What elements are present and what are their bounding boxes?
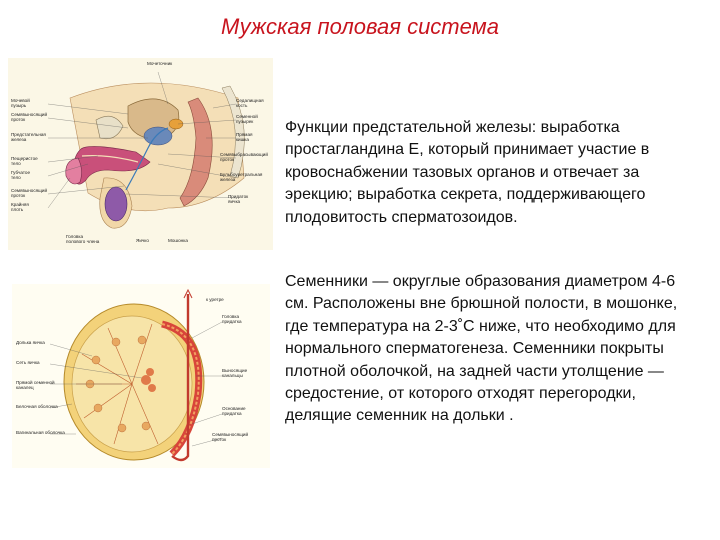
label-testis-lobule: Долька яичка — [16, 340, 45, 345]
label-seminal-vesicle: Семенной пузырек — [236, 114, 258, 125]
label-foreskin: Крайняя плоть — [11, 202, 29, 213]
label-vas-deferens: Семявыносящий проток — [212, 432, 249, 443]
label-epididymis-base: Основание придатка — [222, 406, 246, 417]
pelvis-section-drawing — [47, 71, 245, 229]
label-ureter: Мочеточник — [147, 61, 173, 66]
label-rete-testis: Сеть яичка — [16, 360, 40, 365]
label-scrotum: Мошонка — [168, 238, 188, 243]
label-rectum: Прямая кишка — [236, 132, 253, 143]
label-ejaculatory-duct: Семявыбрасывающий проток — [220, 152, 268, 163]
prostate-function-text: Функции предстательной железы: выработка… — [285, 119, 650, 226]
label-vas-deferens-1: Семявыносящий проток — [11, 112, 48, 123]
label-straight-tubule: Прямой семенной каналец — [16, 380, 55, 391]
label-glans: Головка полового члена — [66, 234, 100, 245]
label-tunica-vaginalis: Вагинальная оболочка — [16, 430, 65, 435]
testis-section-diagram: к уретре Головка придатка Выносящие кана… — [12, 284, 270, 468]
label-prostate: Предстательная железа — [11, 132, 46, 143]
label-bladder: Мочевой пузырь — [11, 98, 30, 109]
label-epididymis: Придаток яичка — [228, 194, 249, 205]
label-spongy-body: Губчатое тело — [11, 170, 31, 181]
label-sciatic-bone: Седалищная кость — [236, 98, 264, 109]
label-to-urethra: к уретре — [206, 297, 224, 302]
label-cavernous-body: Пещеристое тело — [11, 156, 38, 167]
label-testis: Яичко — [136, 238, 149, 243]
label-tunica-albuginea: Белочная оболочка — [16, 404, 58, 409]
label-vas-deferens-2: Семявыносящий проток — [11, 188, 48, 199]
label-bulbourethral-gland: Бульбоуретральная железа — [220, 172, 263, 183]
testis-section-drawing — [49, 288, 223, 462]
label-epididymis-head: Головка придатка — [222, 314, 242, 325]
slide-title: Мужская половая система — [221, 14, 499, 39]
male-reproductive-system-diagram: Мочеточник Мочевой пузырь Семявыносящий … — [8, 58, 273, 250]
testes-description-text: Семенники — округлые образования диаметр… — [285, 273, 678, 425]
label-efferent-ducts: Выносящие канальцы — [222, 368, 248, 379]
